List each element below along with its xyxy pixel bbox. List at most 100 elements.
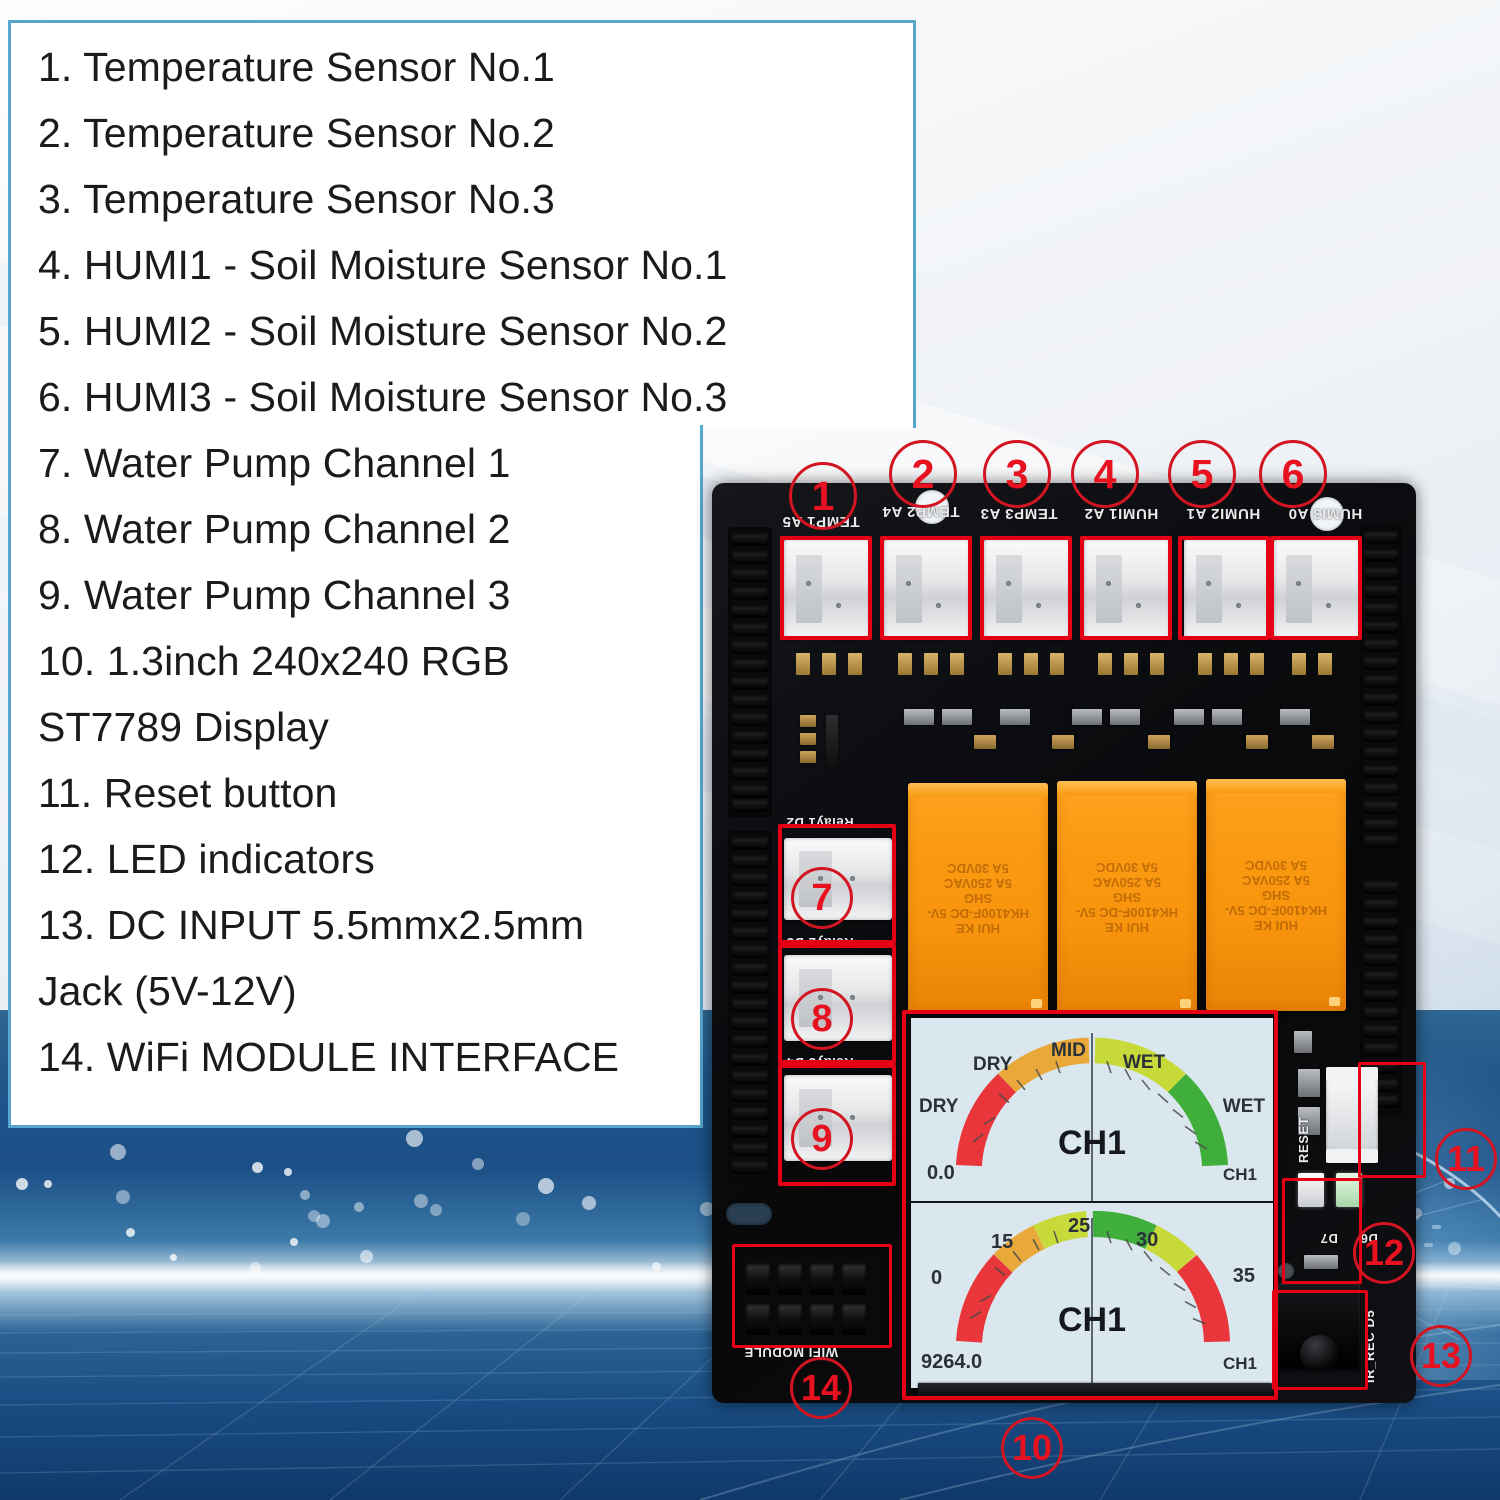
solder-pad [998,653,1012,675]
smd-component [1052,735,1074,749]
smd-component [1072,709,1102,725]
solder-pad [1050,653,1064,675]
legend-item-6: 6. HUMI3 - Soil Moisture Sensor No.3 [38,374,728,420]
relay-cap [1206,779,1346,793]
ir-receiver[interactable] [1278,1283,1360,1371]
board-bottom-edge [918,1383,1272,1397]
gauge-top-label-mid: MID [1051,1040,1086,1061]
pin-header-right-bottom[interactable] [1360,875,1402,1115]
gauge-bottom: 0 15 25 30 35 CH1 9264.0 CH1 [911,1203,1273,1388]
highlight-box-13 [1272,1290,1368,1390]
sensor-connector-temp1[interactable] [784,539,870,639]
gauge-top-label-dry: DRY [973,1054,1013,1075]
gauge-bottom-needle [1091,1217,1093,1388]
sensor-connector-temp3[interactable] [984,539,1070,639]
relay-marking: HUI KE HK4100F-DC 5V-SHG 5A 250VAC 5A 30… [1065,793,1189,1003]
smd-component [1312,735,1334,749]
relay-rating-ac: 5A 250VAC [1242,873,1310,889]
wifi-module-header[interactable] [738,1251,890,1347]
legend-panel: 1. Temperature Sensor No.1 2. Temperatur… [8,20,916,1128]
callout-13: 13 [1410,1325,1472,1387]
callout-6: 6 [1259,440,1327,508]
gauge-bottom-label-0: 0 [931,1267,943,1289]
legend-item-7: 7. Water Pump Channel 1 [38,440,511,486]
smd-component [1298,1107,1320,1135]
legend-item-11: 11. Reset button [38,770,338,816]
callout-9: 9 [791,1108,853,1170]
relay-rating-dc: 5A 30VDC [1096,860,1158,876]
smd-component [1298,1069,1320,1097]
relay-rating-dc: 5A 30VDC [947,861,1009,877]
smd-component [800,751,816,763]
pin-header-right-top[interactable] [1360,525,1402,855]
relay-indicator [1329,997,1340,1006]
lcd-display[interactable]: DRY DRY MID WET WET CH1 0.0 CH1 [908,1015,1276,1391]
sensor-connector-temp2[interactable] [884,539,970,639]
relay-brand: HUI KE [955,921,1001,937]
solder-pad [1198,653,1212,675]
relay-rating-ac: 5A 250VAC [944,876,1012,892]
legend-item-13-cont: Jack (5V-12V) [38,968,297,1014]
highlight-box-7 [778,824,896,944]
relay-indicator [1031,999,1042,1008]
callout-3: 3 [983,440,1051,508]
gauge-top-svg [956,1037,1228,1167]
callout-8: 8 [791,988,853,1050]
solder-pad [796,653,810,675]
legend-list: 1. Temperature Sensor No.1 2. Temperatur… [38,34,898,1090]
gauge-bottom-label-30: 30 [1136,1229,1159,1251]
sensor-connector-humi2[interactable] [1184,539,1270,639]
reset-button[interactable] [1326,1079,1378,1151]
lcd-screen: DRY DRY MID WET WET CH1 0.0 CH1 [911,1018,1273,1388]
reset-button-wing [1326,1149,1378,1163]
relay-brand: HUI KE [1253,918,1299,934]
highlight-box-11 [1358,1062,1426,1178]
relay-module-3: HUI KE HK4100F-DC 5V-SHG 5A 250VAC 5A 30… [1206,779,1346,1011]
highlight-box-6 [1270,536,1362,640]
callout-7: 7 [791,867,853,929]
smd-component [942,709,972,725]
relay-model: HK4100F-DC 5V-SHG [1225,888,1327,919]
sensor-connector-humi1[interactable] [1084,539,1170,639]
relay-model: HK4100F-DC 5V-SHG [927,891,1029,922]
gauge-top: DRY DRY MID WET WET CH1 0.0 CH1 [911,1018,1273,1203]
legend-item-8: 8. Water Pump Channel 2 [38,506,511,552]
solder-pad [1024,653,1038,675]
callout-11: 11 [1435,1128,1497,1190]
silk-label-reset: RESET [1296,1116,1311,1163]
gauge-top-label-wet-outer: WET [1222,1096,1265,1117]
ir-receiver-dome [1300,1334,1338,1371]
smd-component [1304,1255,1338,1269]
solder-pad [924,653,938,675]
smd-component [904,709,934,725]
smd-component [1294,1031,1312,1053]
gauge-bottom-label-15: 15 [991,1231,1014,1253]
gauge-bottom-svg [956,1211,1230,1343]
smd-component [800,733,816,745]
highlight-box-8 [778,944,896,1064]
solder-pad [1292,653,1306,675]
relay-rating-dc: 5A 30VDC [1245,858,1307,874]
reset-button-wing [1326,1067,1378,1081]
legend-item-10-cont: ST7789 Display [38,704,329,750]
relay-marking: HUI KE HK4100F-DC 5V-SHG 5A 250VAC 5A 30… [1214,791,1338,1001]
gauge-bottom-label-25: 25 [1068,1215,1091,1237]
callout-4: 4 [1071,440,1139,508]
smd-component [1110,709,1140,725]
legend-item-2: 2. Temperature Sensor No.2 [38,110,555,156]
solder-pad [1318,653,1332,675]
smd-component [800,715,816,727]
relay-module-1: HUI KE HK4100F-DC 5V-SHG 5A 250VAC 5A 30… [908,783,1048,1013]
silk-label-humi3: HUMI3 A0 [1288,505,1363,522]
solder-pad [898,653,912,675]
gauge-bottom-title: CH1 [1057,1301,1127,1339]
gauge-top-needle [1091,1032,1093,1201]
smd-component [1280,709,1310,725]
highlight-box-1 [780,536,872,640]
legend-item-5: 5. HUMI2 - Soil Moisture Sensor No.2 [38,308,728,354]
callout-10: 10 [1001,1417,1063,1479]
sensor-connector-humi3[interactable] [1274,539,1360,639]
pin-header-left-top[interactable] [728,527,772,817]
relay-cap [1057,781,1197,795]
pin-header-left-bottom[interactable] [728,831,772,1183]
